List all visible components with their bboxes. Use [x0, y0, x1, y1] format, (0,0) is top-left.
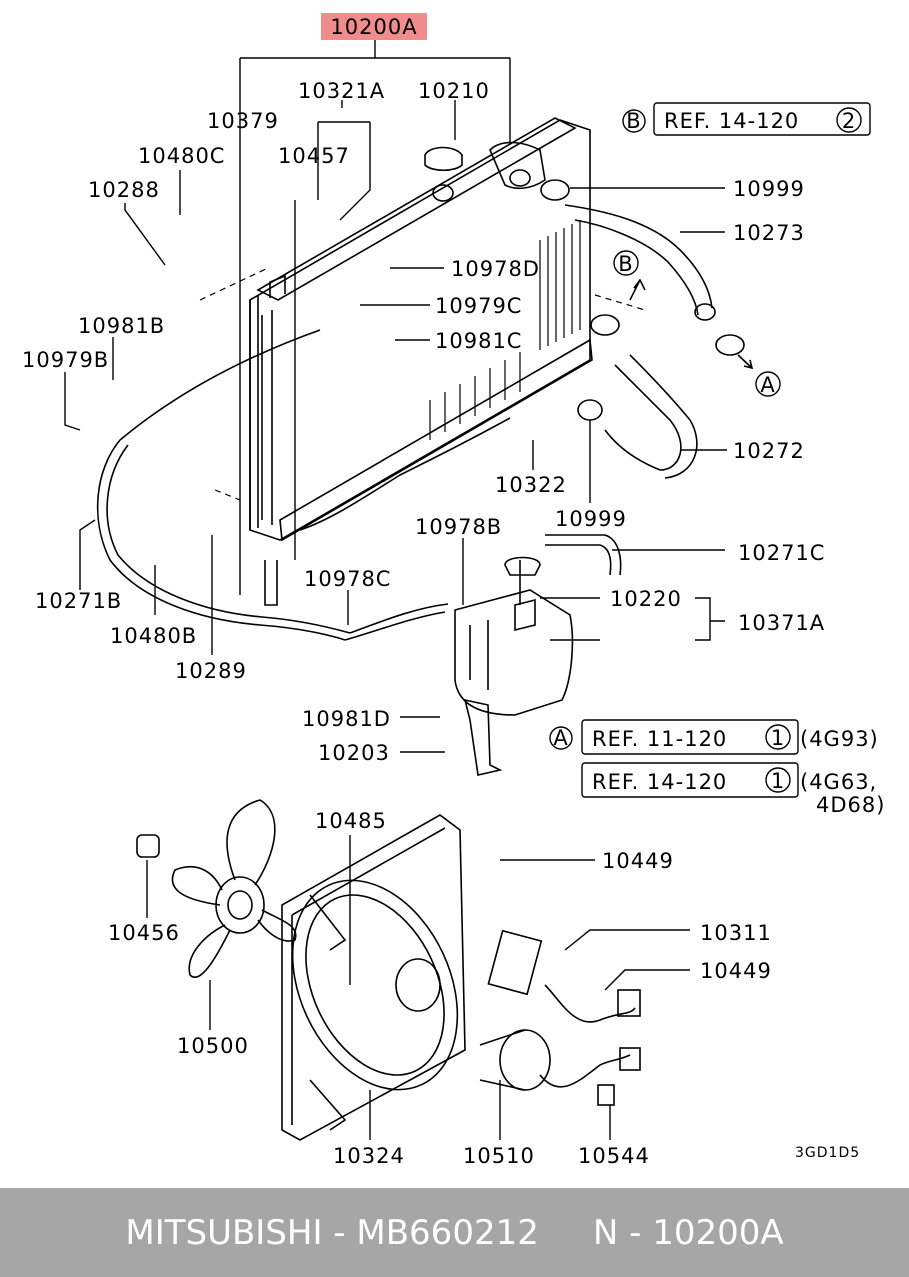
label-10220[interactable]: 10220: [610, 587, 682, 611]
label-10456[interactable]: 10456: [108, 921, 180, 945]
label-10979C[interactable]: 10979C: [435, 294, 522, 318]
flow-marker-b: B: [613, 250, 639, 276]
hoses-illustration: [96, 179, 754, 641]
ref-14-num: 1: [771, 769, 785, 793]
leader-lines: [64, 40, 727, 1140]
label-10311[interactable]: 10311: [700, 921, 772, 945]
label-10449-top[interactable]: 10449: [602, 849, 674, 873]
parts-diagram: 10200A 10321A 10210 10379 10457 10480C 1…: [22, 13, 885, 1168]
label-10999-top[interactable]: 10999: [733, 177, 805, 201]
ref-callout-14[interactable]: REF. 14-120 1 (4G63, 4D68): [581, 762, 885, 817]
ref-callout-a[interactable]: A REF. 11-120 1 (4G93): [549, 719, 879, 755]
fan-shroud-illustration: [136, 799, 641, 1141]
label-10379[interactable]: 10379: [207, 109, 279, 133]
label-10371A[interactable]: 10371A: [738, 611, 825, 635]
label-10457[interactable]: 10457: [278, 144, 350, 168]
footer-brand: MITSUBISHI: [125, 1212, 323, 1253]
ref-b-num: 2: [842, 109, 856, 133]
footer-gap: [539, 1213, 593, 1253]
highlighted-part-tag[interactable]: 10200A: [321, 13, 427, 40]
label-10500[interactable]: 10500: [177, 1034, 249, 1058]
highlight-box: [321, 13, 427, 40]
label-10273[interactable]: 10273: [733, 221, 805, 245]
label-10203[interactable]: 10203: [318, 741, 390, 765]
reservoir-illustration: [454, 556, 574, 776]
label-10480C[interactable]: 10480C: [138, 144, 225, 168]
footer-sep: -: [322, 1212, 357, 1253]
part-labels: 10321A 10210 10379 10457 10480C 10288 10…: [22, 79, 825, 1168]
footer-part-number: MB660212: [356, 1212, 539, 1253]
ref-b-marker: B: [626, 109, 641, 133]
label-10322[interactable]: 10322: [495, 473, 567, 497]
label-10321A[interactable]: 10321A: [298, 79, 385, 103]
ref-14-engine-line1: (4G63,: [800, 770, 877, 794]
label-10288[interactable]: 10288: [88, 178, 160, 202]
label-10210[interactable]: 10210: [418, 79, 490, 103]
label-10979B[interactable]: 10979B: [22, 348, 109, 372]
label-10449-bottom[interactable]: 10449: [700, 959, 772, 983]
label-10981C[interactable]: 10981C: [435, 329, 522, 353]
label-10271C[interactable]: 10271C: [738, 541, 825, 565]
flow-marker-a: A: [755, 371, 781, 397]
radiator-illustration: [249, 117, 593, 606]
label-10289[interactable]: 10289: [175, 659, 247, 683]
footer-catalog-ref: N - 10200A: [592, 1212, 784, 1253]
label-10544[interactable]: 10544: [578, 1144, 650, 1168]
label-10480B[interactable]: 10480B: [110, 624, 197, 648]
ref-a-num: 1: [771, 726, 785, 750]
diagram-code: 3GD1D5: [795, 1145, 860, 1161]
label-10510[interactable]: 10510: [463, 1144, 535, 1168]
label-10200A[interactable]: 10200A: [330, 15, 417, 39]
label-10981B[interactable]: 10981B: [78, 314, 165, 338]
ref-14-engine-line2: 4D68): [816, 793, 885, 817]
label-10272[interactable]: 10272: [733, 439, 805, 463]
ref-a-text: REF. 11-120: [592, 727, 727, 751]
flow-marker-b-text: B: [618, 252, 633, 276]
ref-callout-b-top[interactable]: B REF. 14-120 2: [622, 102, 871, 136]
label-10978C[interactable]: 10978C: [304, 567, 391, 591]
ref-a-marker: A: [553, 726, 568, 750]
label-10978D[interactable]: 10978D: [451, 257, 540, 281]
ref-b-text: REF. 14-120: [664, 109, 799, 133]
label-10999-bottom[interactable]: 10999: [555, 507, 627, 531]
label-10981D[interactable]: 10981D: [302, 707, 391, 731]
label-10324[interactable]: 10324: [333, 1144, 405, 1168]
footer-bar: MITSUBISHI - MB660212 N - 10200A: [0, 1188, 909, 1277]
label-10271B[interactable]: 10271B: [35, 589, 122, 613]
ref-a-engine: (4G93): [800, 727, 879, 751]
label-10485[interactable]: 10485: [315, 809, 387, 833]
flow-marker-a-text: A: [760, 373, 775, 397]
ref-14-text: REF. 14-120: [592, 770, 727, 794]
label-10978B[interactable]: 10978B: [415, 515, 502, 539]
